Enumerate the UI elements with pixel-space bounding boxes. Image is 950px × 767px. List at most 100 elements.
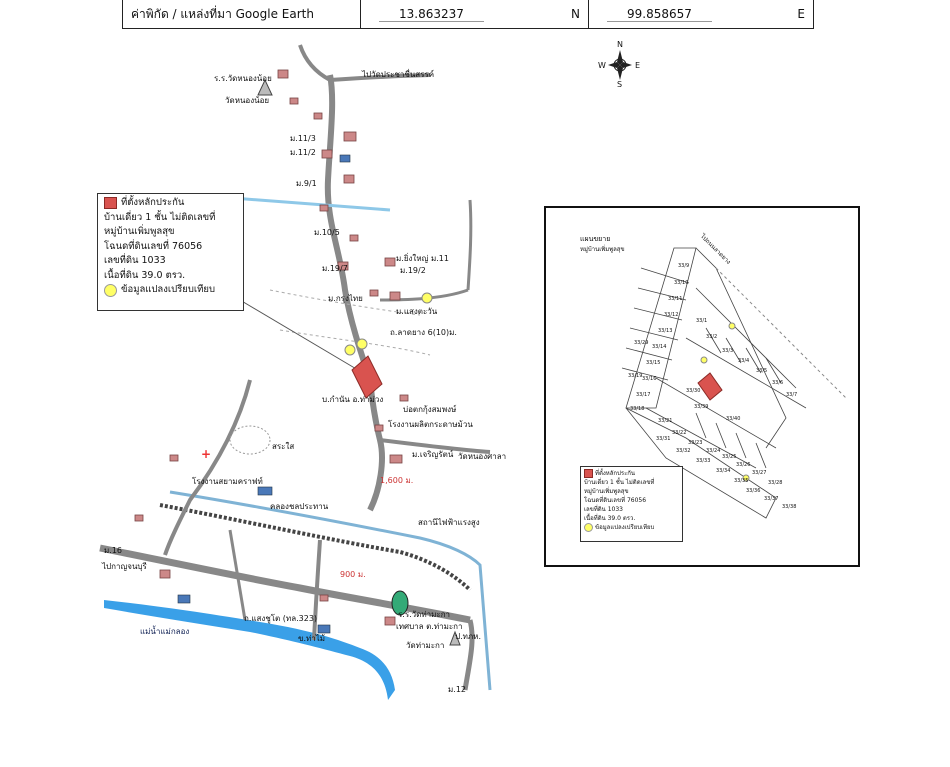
label-school-thamaka: ร.ร.วัดท่ามะกา: [398, 610, 451, 619]
inset-legend-compare: ข้อมูลแปลงเปรียบเทียบ: [595, 524, 655, 531]
inset-plot-label: 33/34: [716, 468, 731, 474]
inset-plot-label: 33/25: [722, 454, 737, 460]
legend-line3: โฉนดที่ดินเลขที่ 76056: [104, 240, 203, 252]
inset-plot-lines: [621, 247, 807, 519]
inset-plot-label: 33/40: [726, 416, 741, 422]
temple-icon-1: [257, 78, 273, 96]
compare-marker-3: [421, 292, 433, 304]
collateral-swatch: [104, 197, 117, 210]
legend-line5: เนื้อที่ดิน 39.0 ตรว.: [104, 269, 186, 281]
inset-plot-label: 33/27: [752, 470, 767, 476]
inset-plot-label: 33/12: [664, 312, 679, 318]
inset-plan: [621, 247, 847, 519]
label-road-ring: โรงงานสยามคราฟท์: [192, 477, 263, 486]
inset-plot-label: 33/36: [746, 488, 761, 494]
inset-plot-label: 33/28: [768, 480, 783, 486]
compass-n: N: [617, 40, 623, 49]
label-m11-3: ม.11/3: [290, 134, 316, 143]
latitude-direction: N: [571, 7, 580, 21]
inset-legend-line3: โฉนดที่ดินเลขที่ 76056: [584, 497, 647, 504]
compass-rose: N S W E: [598, 40, 642, 90]
legend-line2: หมู่บ้านเพิ่มพูลสุข: [104, 226, 175, 237]
inset-legend-line1: บ้านเดี่ยว 1 ชั้น ไม่ติดเลขที่: [584, 479, 655, 486]
inset-plot-label: 33/6: [772, 380, 784, 386]
collateral-plot: [351, 355, 383, 399]
label-dist-1600: 1,600 ม.: [380, 476, 414, 485]
road-local: [228, 529, 247, 621]
label-road-latyao: ถ.ลาดยาง 6(10)ม.: [390, 328, 457, 337]
label-river: แม่น้ำแม่กลอง: [140, 627, 190, 636]
inset-map: แผนขยาย หมู่บ้านเพิ่มพูลสุข ไปถนนลาดยาง …: [544, 206, 860, 567]
inset-plot-label: 33/16: [642, 376, 657, 382]
inset-title: แผนขยาย: [580, 235, 611, 243]
inset-legend: ที่ตั้งหลักประกัน บ้านเดี่ยว 1 ชั้น ไม่ต…: [580, 466, 683, 542]
highway-main: [99, 544, 471, 624]
inset-legend-collateral-row: ที่ตั้งหลักประกัน: [584, 469, 679, 478]
inset-compare-marker-2: [700, 356, 708, 364]
legend-title: ที่ตั้งหลักประกัน: [121, 197, 185, 208]
label-rail: สถานีไฟฟ้าแรงสูง: [418, 518, 480, 527]
label-canal: คลองชลประทาน: [270, 502, 329, 511]
road-north-top: [298, 44, 331, 82]
inset-legend-compare-row: ข้อมูลแปลงเปรียบเทียบ: [584, 523, 679, 532]
longitude-cell: 99.858657 E: [589, 0, 813, 28]
inset-collateral-swatch: [584, 469, 593, 478]
inset-plot-label: 33/2: [706, 334, 718, 340]
river: [104, 600, 395, 700]
inset-legend-line4: เลขที่ดิน 1033: [584, 506, 623, 513]
road-south-cross: [312, 539, 322, 641]
inset-plot-label: 33/15: [646, 360, 661, 366]
road-east-vertical: [466, 199, 473, 291]
legend-line4: เลขที่ดิน 1033: [104, 255, 166, 266]
label-road-saengchuto: ถ.แสงชูโต (ทล.323): [244, 614, 318, 623]
inset-compare-swatch: [584, 523, 593, 532]
inset-plot-label: 33/38: [782, 504, 797, 510]
label-m19-7: ม.19/7: [322, 264, 348, 273]
label-m9-1: ม.9/1: [296, 179, 317, 188]
inset-plot-label: 33/33: [696, 458, 711, 464]
inset-collateral-plot: [697, 372, 723, 401]
inset-plot-label: 33/19: [628, 373, 643, 379]
coordinate-label: ค่าพิกัด / แหล่งที่มา Google Earth: [123, 0, 361, 28]
inset-plot-label: 33/17: [636, 392, 651, 398]
label-municipal: เทศบาล ต.ท่ามะกา: [396, 622, 463, 631]
label-m-charoenrat: ม.เจริญรัตน์: [412, 450, 454, 459]
latitude-cell: 13.863237 N: [361, 0, 589, 28]
label-m-saengtawan: ม.แสงตะวัน: [396, 307, 438, 316]
inset-compare-marker-1: [728, 322, 736, 330]
label-school1: ร.ร.วัดหนองน้อย: [214, 74, 272, 83]
inset-plot-label: 33/13: [658, 328, 673, 334]
label-temple-thamaka: วัดท่ามะกา: [406, 641, 445, 650]
inset-plot-label: 33/31: [656, 436, 671, 442]
road-east-bend: [379, 288, 469, 302]
inset-plot-label: 33/5: [756, 368, 768, 374]
compass-e: E: [635, 61, 641, 70]
legend-compare-row: ข้อมูลแปลงเปรียบเทียบ: [104, 283, 237, 298]
inset-plot-label: 33/23: [688, 440, 703, 446]
longitude-direction: E: [797, 7, 805, 21]
dashed-line: [269, 289, 421, 316]
legend-compare: ข้อมูลแปลงเปรียบเทียบ: [121, 284, 215, 295]
road-nongsala: [379, 438, 491, 454]
inset-plot-label: 33/10: [674, 280, 689, 286]
inset-plot-label: 33/26: [736, 462, 751, 468]
inset-plot-label: 33/29: [634, 340, 649, 346]
inset-plot-label: 33/37: [764, 496, 779, 502]
compare-marker-2: [356, 338, 368, 350]
railway: [159, 503, 472, 592]
temple-icon-2: [449, 630, 461, 646]
inset-plot-label: 33/22: [672, 430, 687, 436]
road-left-diagonal: [163, 379, 252, 556]
inset-plot-label: 33/32: [676, 448, 691, 454]
compass-w: W: [598, 61, 606, 70]
label-to-prachachuen: ไปวัดประชาชื่นสรรค์: [362, 70, 435, 79]
inset-plot-label: 33/11: [668, 296, 683, 302]
label-m19-2: ม.19/2: [400, 266, 426, 275]
red-cross-icon: +: [201, 447, 211, 461]
label-to-kanchanaburi: ไปกาญจนบุรี: [102, 562, 147, 571]
label-chuen: บ่อตกกุ้งสมพงษ์: [403, 405, 457, 414]
label-m11-2: ม.11/2: [290, 148, 316, 157]
inset-plot-label: 33/21: [658, 418, 673, 424]
inset-legend-line5: เนื้อที่ดิน 39.0 ตรว.: [584, 515, 636, 522]
compass-icon: [608, 50, 632, 80]
